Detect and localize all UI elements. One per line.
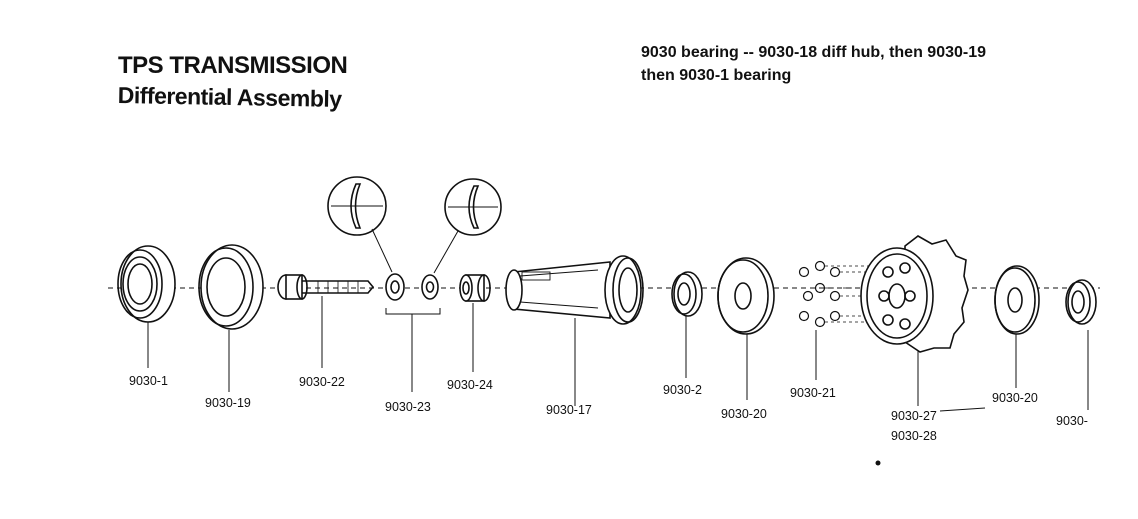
handwritten-note: 9030 bearing -- 9030-18 diff hub, then 9… [641,41,1081,87]
detail-callout-left [327,176,393,273]
gear-9030-27 [860,235,986,412]
note-line-1: 9030 bearing -- 9030-18 diff hub, then 9… [641,44,987,61]
thrust-washer-9030-20-left [717,257,775,400]
ring-9030-19 [198,244,264,392]
label-9030-27: 9030-27 [891,409,937,423]
label-9030-21: 9030-21 [790,386,836,400]
hub-9030-17 [505,255,644,406]
label-9030-17: 9030-17 [546,403,592,417]
label-9030-23: 9030-23 [385,400,431,414]
label-9030-20-left: 9030-20 [721,407,767,421]
thrust-washer-9030-20-right [994,265,1040,388]
label-9030-2: 9030-2 [663,383,702,397]
bearing-9030-1 [117,245,176,368]
spacer-9030-24 [459,274,491,372]
bearing-9030-2 [671,271,703,378]
diagram-title: TPS TRANSMISSION [118,52,348,79]
label-9030-20-right: 9030-20 [992,391,1038,405]
label-9030-22: 9030-22 [299,375,345,389]
balls-9030-21 [798,260,880,380]
label-9030-28: 9030-28 [891,429,937,443]
label-9030-24: 9030-24 [447,378,493,392]
label-9030-last: 9030- [1056,414,1088,428]
label-9030-1: 9030-1 [129,374,168,388]
washers-9030-23 [385,273,441,392]
bolt-9030-22 [277,274,375,368]
label-9030-19: 9030-19 [205,396,251,410]
note-line-2: then 9030-1 bearing [641,67,792,84]
detail-callout-right [433,178,502,274]
ink-dot [875,460,881,466]
bearing-9030-1-right [1065,279,1097,410]
